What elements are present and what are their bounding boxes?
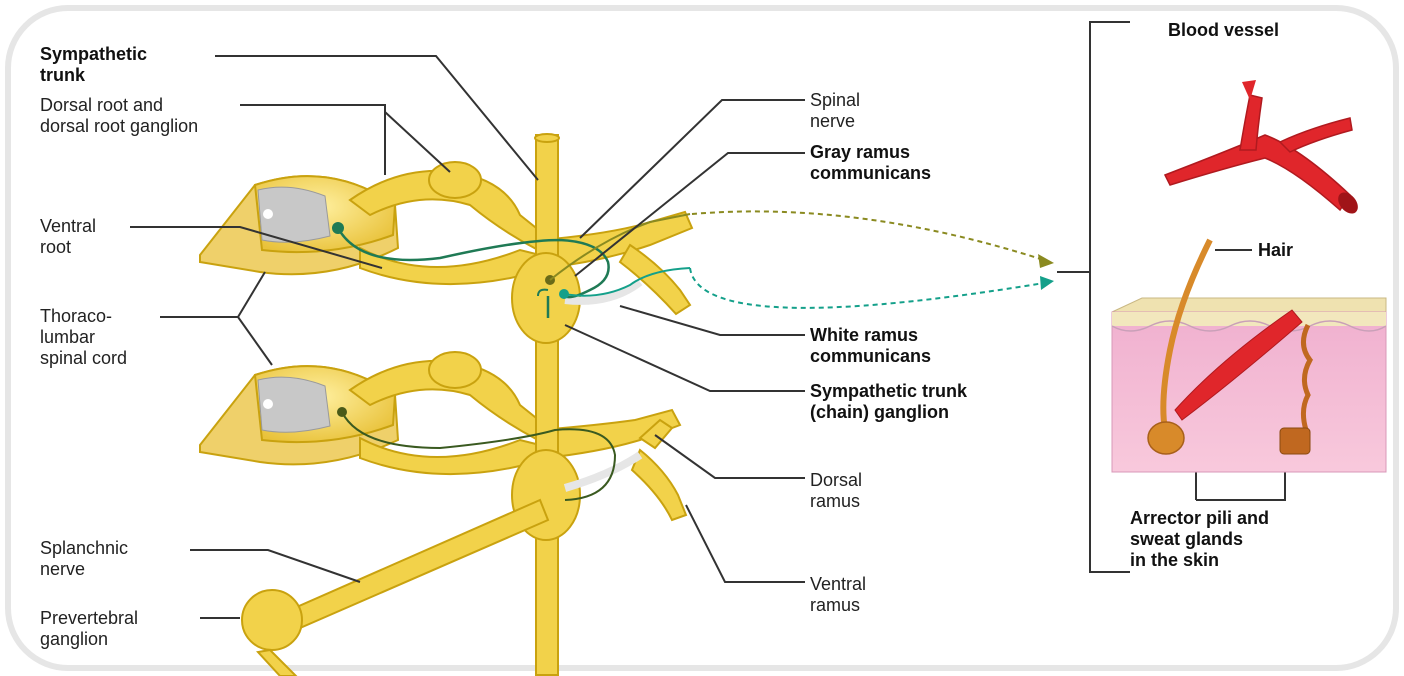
label-arrector-pili: Arrector pili and sweat glands in the sk… <box>1130 508 1269 571</box>
label-splanchnic-nerve: Splanchnic nerve <box>40 538 128 580</box>
label-thoracolumbar: Thoraco- lumbar spinal cord <box>40 306 127 369</box>
label-blood-vessel: Blood vessel <box>1168 20 1279 41</box>
label-spinal-nerve: Spinal nerve <box>810 90 860 132</box>
label-gray-ramus: Gray ramus communicans <box>810 142 931 184</box>
label-chain-ganglion: Sympathetic trunk (chain) ganglion <box>810 381 967 423</box>
label-ventral-root: Ventral root <box>40 216 96 258</box>
label-white-ramus: White ramus communicans <box>810 325 931 367</box>
label-prevertebral-ganglion: Prevertebral ganglion <box>40 608 138 650</box>
label-hair: Hair <box>1258 240 1293 261</box>
label-sympathetic-trunk: Sympathetic trunk <box>40 44 147 86</box>
prevertebral-ganglion <box>242 590 302 650</box>
label-dorsal-ramus: Dorsal ramus <box>810 470 862 512</box>
label-ventral-ramus: Ventral ramus <box>810 574 866 616</box>
label-dorsal-root: Dorsal root and dorsal root ganglion <box>40 95 198 137</box>
